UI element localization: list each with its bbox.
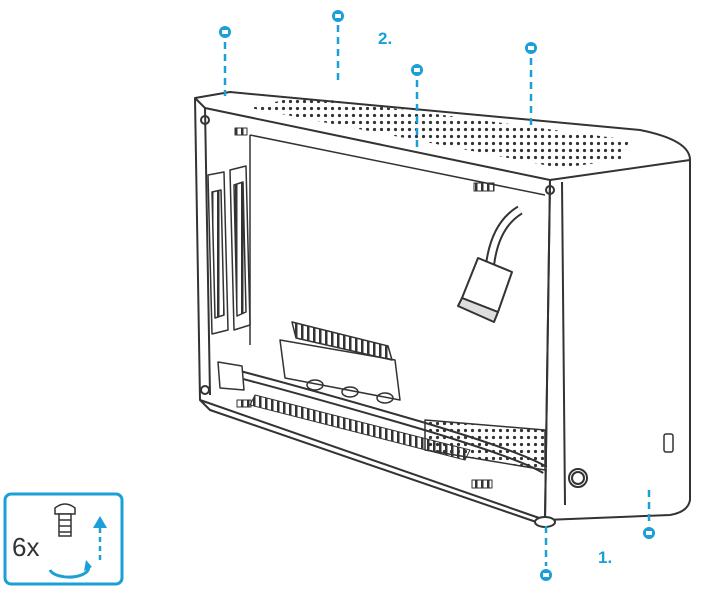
screw-icon	[332, 10, 344, 22]
pc-case	[194, 91, 691, 528]
front-panel-edge	[561, 181, 566, 506]
screw-legend: 6x	[3, 492, 124, 586]
left-frame	[194, 97, 551, 521]
frame-hole	[200, 385, 210, 395]
front-panel	[544, 159, 691, 521]
bottom-edge	[199, 399, 546, 526]
frame-clip	[473, 182, 495, 192]
legend-border	[3, 492, 124, 586]
power-plug	[217, 361, 245, 391]
screw-icon	[525, 42, 537, 54]
power-button-inner	[571, 471, 585, 485]
bottom-vent	[249, 394, 471, 461]
screw-guides	[223, 25, 651, 566]
pcie-bracket-slot	[211, 189, 225, 319]
frame-clip	[234, 127, 248, 136]
screw-icon	[643, 527, 655, 539]
screw-icon	[219, 26, 231, 38]
screw-icon	[411, 64, 423, 76]
case-foot	[534, 516, 556, 528]
screw-icon	[540, 569, 552, 581]
riser-connector-face	[457, 297, 499, 323]
legend-count: 6x	[12, 532, 39, 562]
step-label-1: 1.	[598, 548, 612, 567]
pcie-riser-slot	[279, 321, 401, 404]
pcie-bracket-slot	[233, 181, 247, 317]
frame-hole	[545, 185, 555, 195]
bottom-fan-grill	[424, 419, 546, 471]
frame-hole	[200, 115, 210, 125]
arrow-up-icon	[93, 516, 107, 560]
pcie-brackets	[207, 165, 251, 335]
rotate-counterclockwise-icon	[48, 560, 92, 579]
top-vent-grille	[250, 96, 630, 168]
left-frame-inner	[204, 107, 211, 396]
riser-cable-inner	[487, 207, 522, 266]
frame-clip	[471, 479, 493, 489]
screw-icon	[54, 503, 76, 537]
screws	[219, 10, 655, 581]
frame-clip	[236, 399, 252, 408]
step-label-2: 2.	[378, 29, 392, 48]
usb-port	[663, 433, 674, 453]
